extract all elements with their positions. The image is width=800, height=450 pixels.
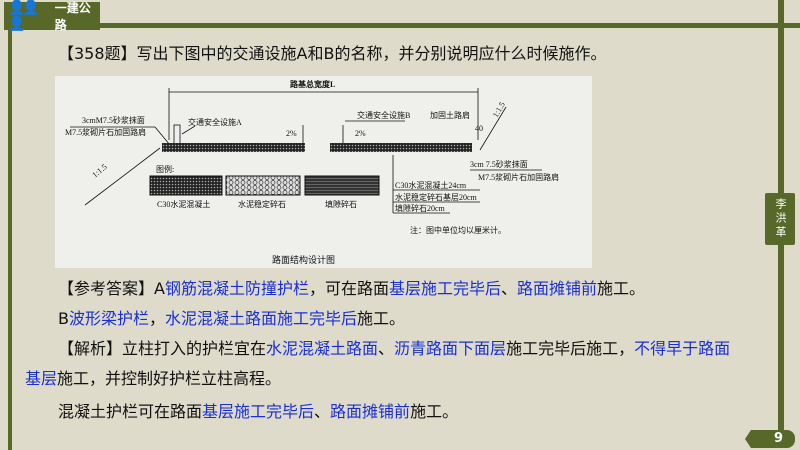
pavement-right xyxy=(330,143,472,152)
slope-left-label: 1:1.5 xyxy=(91,162,109,179)
highlighted-text: 路面摊铺前 xyxy=(330,402,411,421)
stone-right-label: M7.5浆砌片石加固路肩 xyxy=(478,172,559,182)
legend-title: 图例: xyxy=(156,164,174,174)
people-icon: 👤👤👤 xyxy=(8,0,40,32)
highlighted-text: 波形梁护栏 xyxy=(68,309,149,328)
road-structure-figure xyxy=(55,76,592,268)
facility-a-label: 交通安全设施A xyxy=(188,117,242,127)
text-segment: 【解析】立柱打入的护栏宜在 xyxy=(58,339,267,358)
highlighted-text: 水泥混凝土路面 xyxy=(266,339,379,358)
grade-right-label: 2% xyxy=(355,129,366,138)
answer-b-paragraph: B波形梁护栏，水泥混凝土路面施工完毕后施工。 xyxy=(58,305,405,329)
facility-a-barrier xyxy=(173,124,181,145)
author-tag: 李洪革 xyxy=(765,193,795,245)
legend-swatch-filler-gravel xyxy=(304,175,380,196)
dim-40-label: 40 xyxy=(475,124,483,133)
highlighted-text: 钢筋混凝土防撞护栏 xyxy=(164,279,309,298)
legend-swatch-concrete xyxy=(149,175,223,196)
mortar-left-label: 3cmM7.5砂浆抹面 xyxy=(82,115,145,125)
frame-top-bar xyxy=(98,23,800,28)
text-segment: 施工。 xyxy=(597,279,646,298)
question-text: 【358题】写出下图中的交通设施A和B的名称，并分别说明应什么时候施作。 xyxy=(58,44,607,63)
pavement-left xyxy=(162,143,305,152)
text-segment: 【参考答案】A xyxy=(58,279,165,298)
units-note: 注：图中单位均以厘米计。 xyxy=(410,225,506,235)
highlighted-text: 水泥混凝土路面施工完毕后 xyxy=(165,309,358,328)
text-segment: 施工，并控制好护栏立柱高程。 xyxy=(57,369,282,388)
text-segment: 施工完毕后施工， xyxy=(506,339,635,358)
layer-base-label: 水泥稳定碎石基层20cm xyxy=(395,192,478,202)
concrete-barrier-paragraph: 混凝土护栏可在路面基层施工完毕后、路面摊铺前施工。 xyxy=(58,398,458,422)
legend-label-filler-gravel: 填隙碎石 xyxy=(325,199,357,209)
grade-left-label: 2% xyxy=(286,129,297,138)
highlighted-text: 基层 xyxy=(25,369,58,388)
mortar-right-label: 3cm 7.5砂浆抹面 xyxy=(470,159,528,169)
left-slope xyxy=(84,147,161,206)
text-segment: B xyxy=(58,309,69,328)
text-segment: ，可在路面 xyxy=(308,279,389,298)
answer-paragraph: 【参考答案】A钢筋混凝土防撞护栏，可在路面基层施工完毕后、路面摊铺前施工。 xyxy=(58,275,645,299)
frame-left-bar xyxy=(8,28,12,450)
shoulder-label: 加固土路肩 xyxy=(430,110,470,120)
highlighted-text: 路面摊铺前 xyxy=(517,279,598,298)
highlighted-text: 沥青路面下面层 xyxy=(394,339,507,358)
text-segment: ， xyxy=(149,309,166,328)
highlighted-text: 不得早于路面 xyxy=(634,339,731,358)
text-segment: 混凝土护栏可在路面 xyxy=(58,402,203,421)
text-segment: 施工。 xyxy=(357,309,406,328)
stone-left-label: M7.5浆砌片石加固路肩 xyxy=(65,127,146,137)
right-slope xyxy=(479,106,507,151)
total-width-label: 路基总宽度L xyxy=(290,79,335,89)
figure-caption: 路面结构设计图 xyxy=(272,254,335,265)
text-segment: 、 xyxy=(314,402,331,421)
page-number: 9 xyxy=(745,430,795,448)
brand-logo: 👤👤👤 一建公路 xyxy=(4,0,100,32)
highlighted-text: 基层施工完毕后 xyxy=(388,279,501,298)
legend-label-concrete: C30水泥混凝土 xyxy=(157,199,210,209)
legend-swatch-cement-gravel xyxy=(225,175,301,196)
text-segment: 施工。 xyxy=(410,402,459,421)
text-segment: 、 xyxy=(378,339,395,358)
facility-b-label: 交通安全设施B xyxy=(357,110,410,120)
legend-label-cement-gravel: 水泥稳定碎石 xyxy=(238,199,286,209)
layer-concrete-label: C30水泥混凝土24cm xyxy=(395,180,467,190)
analysis-paragraph: 【解析】立柱打入的护栏宜在水泥混凝土路面、沥青路面下面层施工完毕后施工，不得早于… xyxy=(58,335,730,359)
text-segment: 、 xyxy=(501,279,518,298)
layer-filler-label: 填隙碎石20cm xyxy=(395,203,446,213)
brand-name: 一建公路 xyxy=(54,1,91,32)
highlighted-text: 基层施工完毕后 xyxy=(202,402,315,421)
analysis-continued-paragraph: 基层施工，并控制好护栏立柱高程。 xyxy=(25,365,281,389)
